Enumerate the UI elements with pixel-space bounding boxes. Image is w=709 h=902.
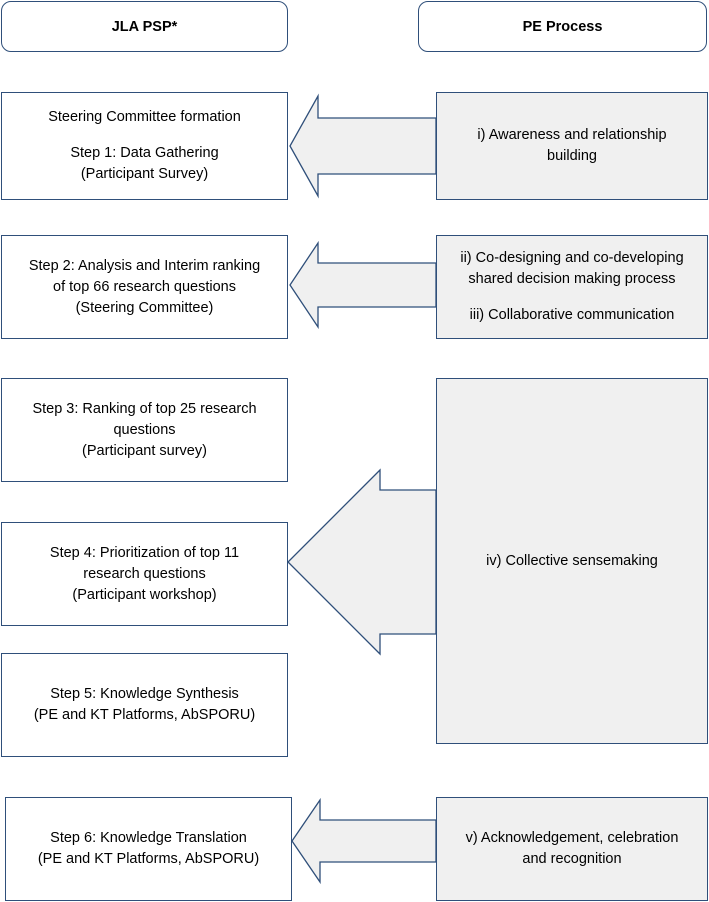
box-line: (PE and KT Platforms, AbSPORU) <box>33 707 256 723</box>
arrow-2 <box>289 240 437 330</box>
arrow-4 <box>291 797 437 885</box>
right-box-sensemaking: iv) Collective sensemaking <box>436 378 708 744</box>
left-box-step-3: Step 3: Ranking of top 25 research quest… <box>1 378 288 482</box>
left-box-step-2: Step 2: Analysis and Interim ranking of … <box>1 235 288 339</box>
left-box-step-4: Step 4: Prioritization of top 11 researc… <box>1 522 288 626</box>
box-line: shared decision making process <box>468 271 676 287</box>
box-line: Step 1: Data Gathering <box>70 145 219 161</box>
box-line: (Steering Committee) <box>75 299 214 316</box>
box-line: v) Acknowledgement, celebration <box>465 830 679 846</box>
box-line: and recognition <box>522 851 622 867</box>
box-line: of top 66 research questions <box>53 278 236 295</box>
box-line: Step 5: Knowledge Synthesis <box>50 686 239 702</box>
left-box-step-1: Steering Committee formation Step 1: Dat… <box>1 92 288 200</box>
left-box-step-5: Step 5: Knowledge Synthesis (PE and KT P… <box>1 653 288 757</box>
header-pe-process: PE Process <box>418 1 707 52</box>
header-pe-process-label: PE Process <box>522 18 603 35</box>
box-line: Step 2: Analysis and Interim ranking <box>28 257 261 274</box>
box-line: iv) Collective sensemaking <box>486 552 658 569</box>
header-jla-psp: JLA PSP* <box>1 1 288 52</box>
box-line: (PE and KT Platforms, AbSPORU) <box>37 851 260 867</box>
box-line: (Participant workshop) <box>72 586 217 603</box>
header-jla-psp-label: JLA PSP* <box>111 18 178 35</box>
box-line: i) Awareness and relationship <box>477 127 667 143</box>
left-box-step-6: Step 6: Knowledge Translation (PE and KT… <box>5 797 292 901</box>
box-line: Step 4: Prioritization of top 11 <box>49 544 240 561</box>
box-line: (Participant survey) <box>82 442 207 459</box>
arrow-1 <box>289 93 437 199</box>
right-box-acknowledgement: v) Acknowledgement, celebration and reco… <box>436 797 708 901</box>
box-line: ii) Co-designing and co-developing <box>460 250 684 266</box>
right-box-awareness: i) Awareness and relationship building <box>436 92 708 200</box>
box-line: (Participant Survey) <box>80 166 209 182</box>
box-line: iii) Collaborative communication <box>469 307 675 323</box>
box-line: research questions <box>83 565 206 582</box>
box-line: building <box>547 148 597 164</box>
box-line: Steering Committee formation <box>48 109 241 125</box>
box-line: Step 6: Knowledge Translation <box>50 830 247 846</box>
right-box-co-designing: ii) Co-designing and co-developing share… <box>436 235 708 339</box>
box-line: questions <box>113 421 176 438</box>
box-line: Step 3: Ranking of top 25 research <box>32 400 257 417</box>
arrow-3 <box>287 468 437 656</box>
